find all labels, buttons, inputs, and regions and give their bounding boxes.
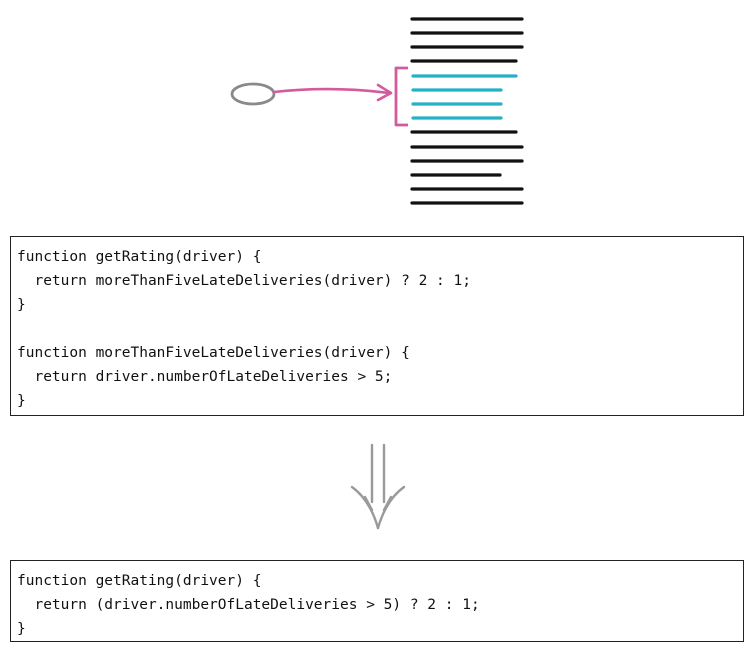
code-line: return driver.numberOfLateDeliveries > 5… (17, 369, 393, 385)
code-line: function getRating(driver) { (17, 573, 262, 589)
inline-arrow-head (376, 83, 393, 102)
down-arrow-icon (350, 443, 406, 530)
inline-function-diagram (230, 17, 524, 205)
text-lines-below (410, 130, 524, 205)
code-after: function getRating(driver) { return (dri… (10, 560, 744, 642)
function-oval (230, 82, 276, 106)
code-line: } (17, 621, 26, 637)
code-line: function getRating(driver) { (17, 249, 262, 265)
highlighted-lines (411, 74, 518, 120)
code-before: function getRating(driver) { return more… (10, 236, 744, 416)
code-line: function moreThanFiveLateDeliveries(driv… (17, 345, 410, 361)
code-line: } (17, 393, 26, 409)
code-after-text: function getRating(driver) { return (dri… (17, 569, 743, 641)
code-line: } (17, 297, 26, 313)
code-line: return (driver.numberOfLateDeliveries > … (17, 597, 480, 613)
inline-arrow (272, 87, 391, 95)
text-lines-above (410, 17, 524, 63)
code-before-text: function getRating(driver) { return more… (17, 245, 743, 413)
code-line: return moreThanFiveLateDeliveries(driver… (17, 273, 471, 289)
selection-bracket (394, 66, 408, 127)
